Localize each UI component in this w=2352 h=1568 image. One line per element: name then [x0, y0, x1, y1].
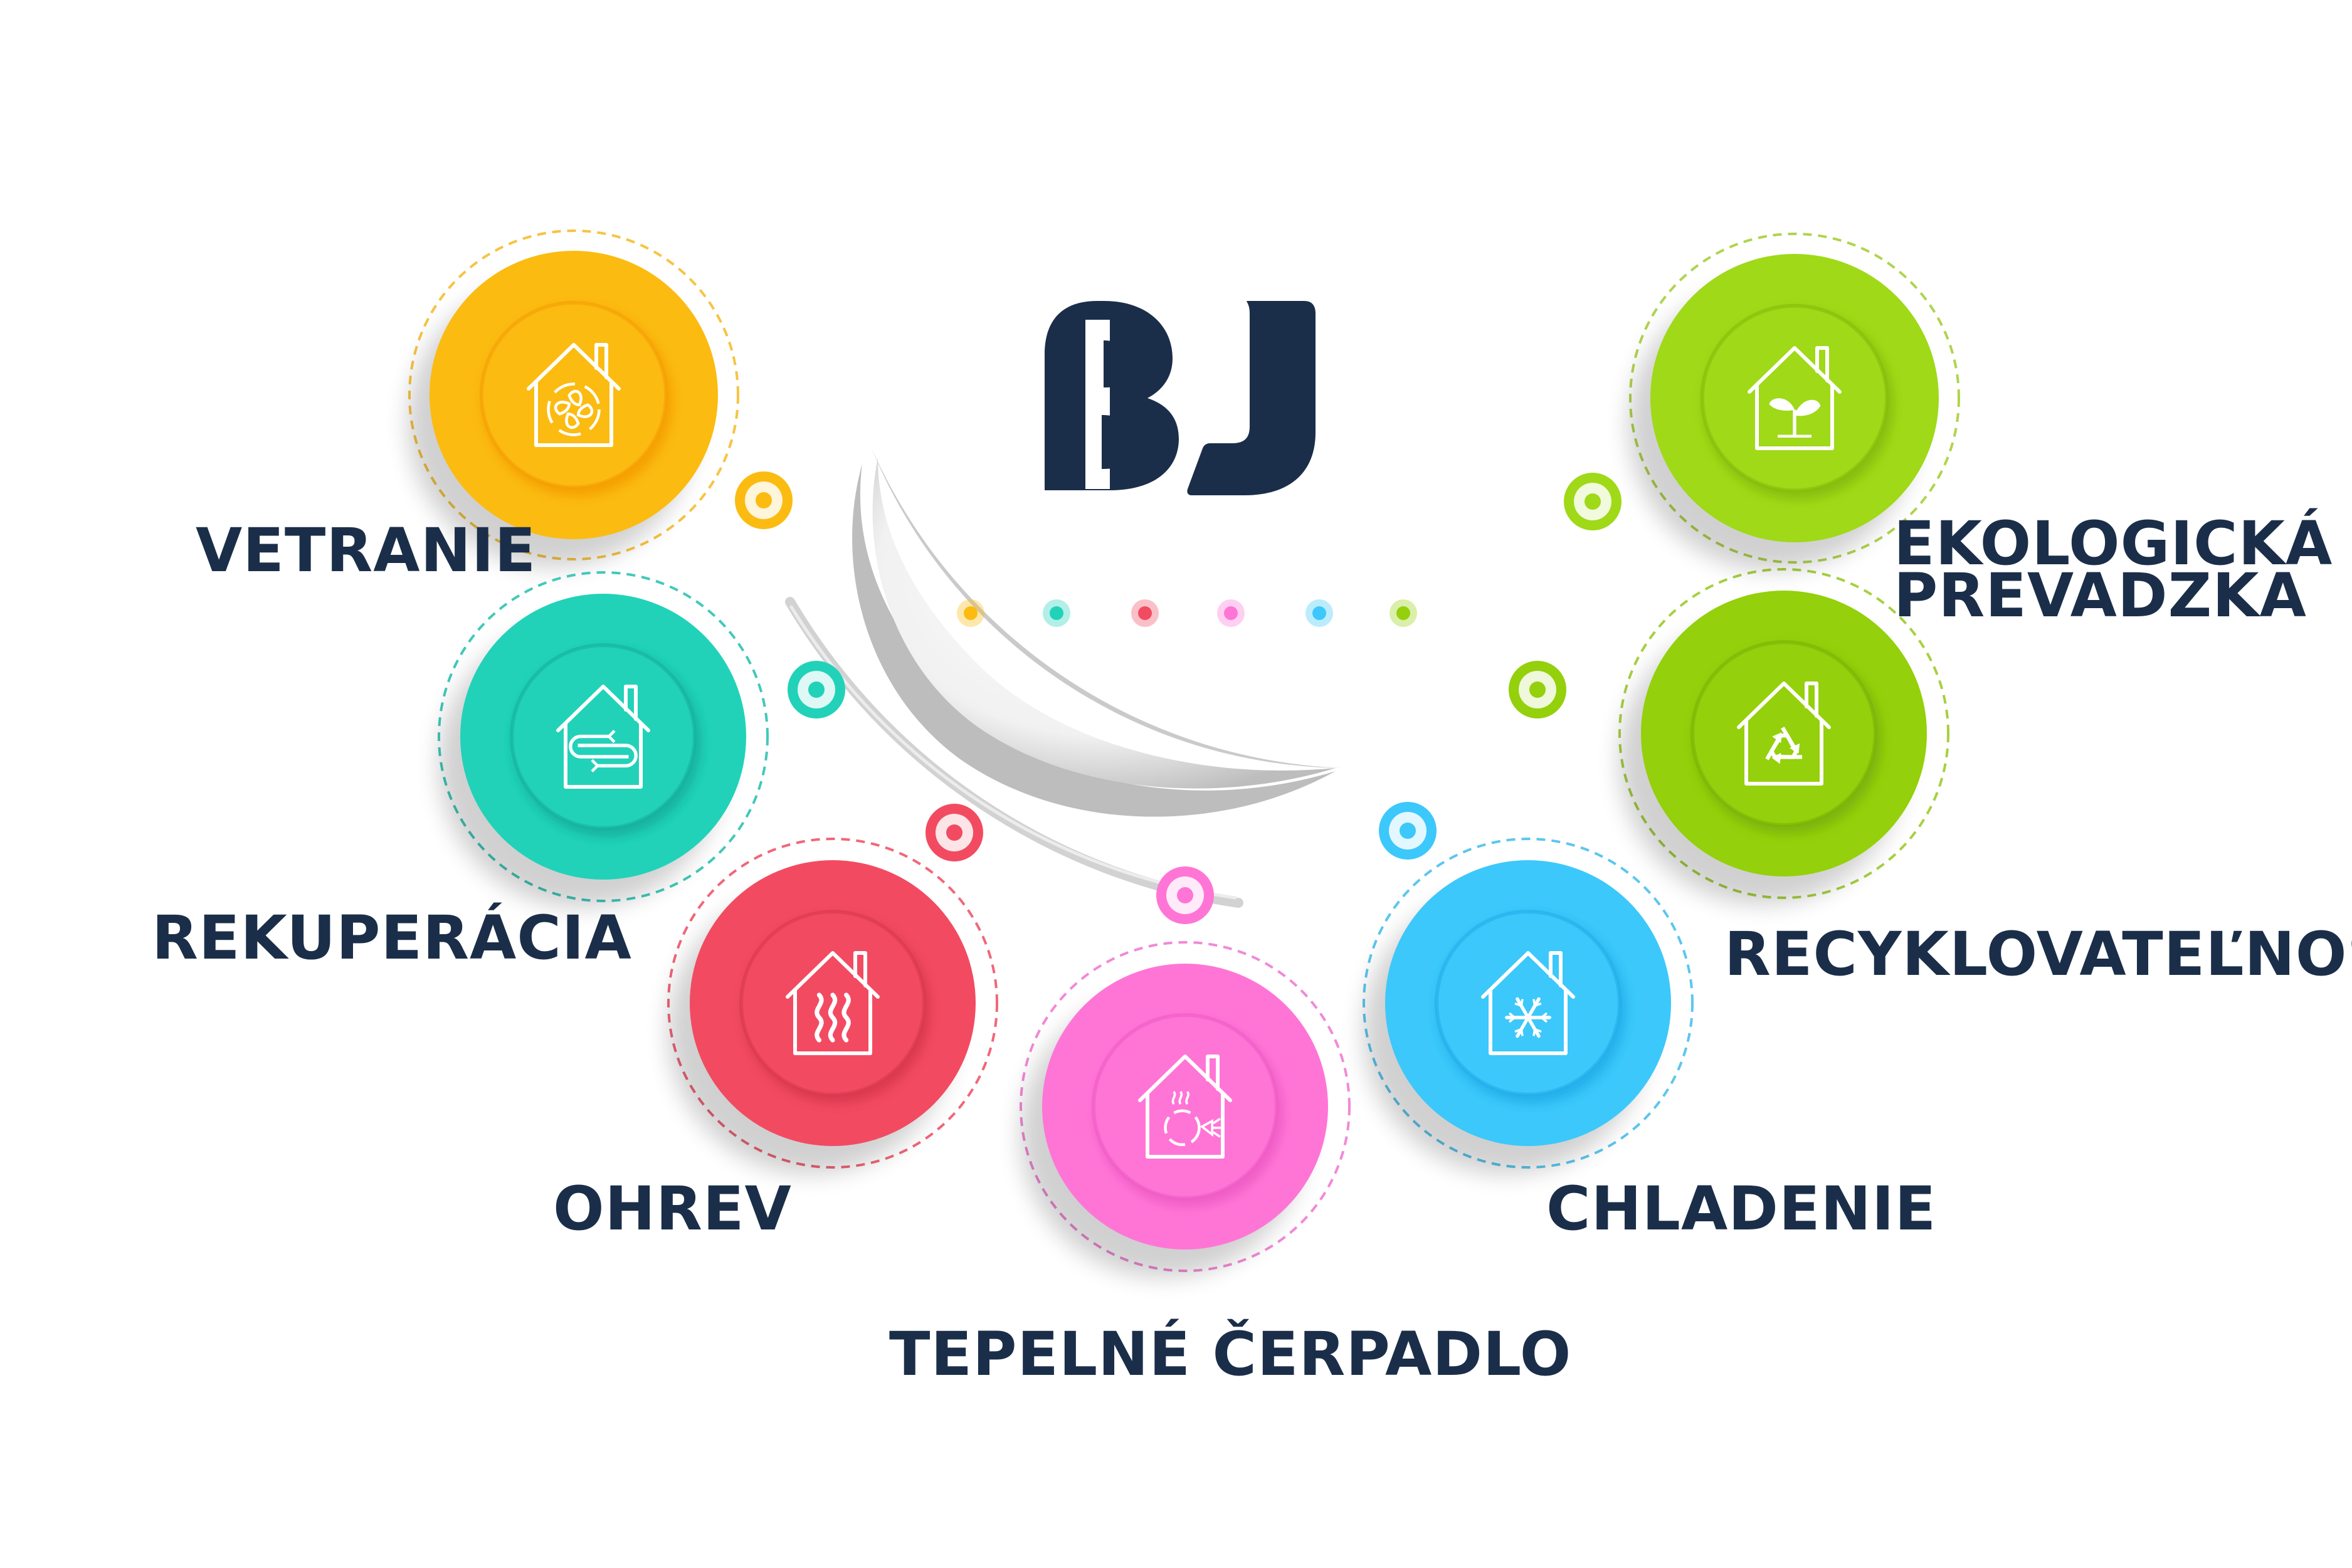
connector-marker — [1156, 866, 1214, 924]
node-ekologicka-prevadzka — [1628, 233, 1960, 571]
label-ohrev: OHREV — [553, 1174, 792, 1244]
row-dot — [1131, 599, 1159, 627]
connector-marker — [735, 471, 793, 529]
node-rekuperacia — [438, 571, 769, 908]
heat-recovery-house-icon — [556, 685, 650, 789]
row-dot — [1217, 599, 1245, 627]
node-tepelne-cerpadlo — [1020, 941, 1351, 1278]
node-chladenie — [1363, 838, 1694, 1174]
node-group — [408, 229, 1960, 1278]
row-dot — [1390, 599, 1417, 627]
recycle-house-icon — [1737, 681, 1831, 786]
label-rekuperacia: REKUPERÁCIA — [152, 903, 632, 973]
label-ekologicka-prevadzka: EKOLOGICKÁ PREVADZKA — [1894, 508, 2333, 631]
connector-markers — [735, 471, 1622, 924]
connector-marker — [1564, 473, 1622, 530]
label-recyklovatelnost: RECYKLOVATEĽNOSŤ — [1724, 919, 2352, 989]
label-vetranie: VETRANIE — [196, 515, 537, 586]
row-dot — [1305, 599, 1333, 627]
fan-house-icon — [527, 343, 621, 447]
node-ohrev — [667, 838, 998, 1174]
label-tepelne-cerpadlo: TEPELNÉ ČERPADLO — [889, 1319, 1572, 1389]
connector-marker — [788, 661, 845, 718]
node-recyklovatelnost — [1618, 568, 1949, 905]
connector-marker — [926, 804, 983, 861]
central-crescent — [785, 448, 1342, 908]
connector-marker — [1509, 661, 1566, 718]
snowflake-house-icon — [1481, 951, 1575, 1055]
row-dot — [1043, 599, 1070, 627]
dot-row — [957, 599, 1417, 627]
plant-house-icon — [1748, 346, 1842, 450]
heating-house-icon — [786, 951, 880, 1055]
connector-marker — [1379, 802, 1437, 860]
heat-pump-house-icon — [1138, 1055, 1232, 1159]
node-vetranie — [408, 229, 739, 567]
label-chladenie: CHLADENIE — [1546, 1174, 1937, 1244]
bj-logo: BJ — [1045, 301, 1316, 495]
row-dot — [957, 599, 984, 627]
